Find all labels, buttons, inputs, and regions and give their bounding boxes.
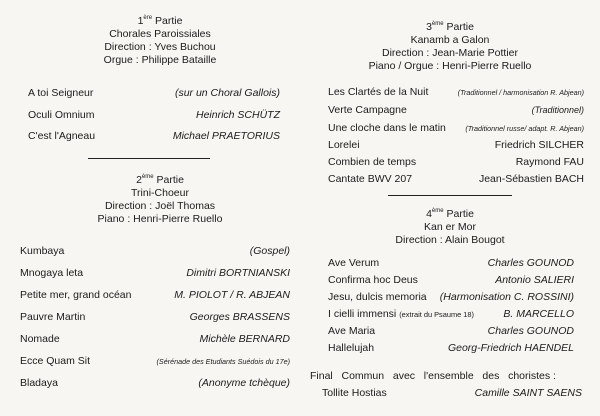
part3-item: Lorelei Friedrich SILCHER — [328, 139, 584, 151]
part4-item: Ave Maria Charles GOUNOD — [328, 325, 574, 337]
part2-title: 2ème Partie — [136, 174, 184, 186]
part1-item: Oculi Omnium Heinrich SCHÜTZ — [28, 109, 280, 121]
part1-title: 1ère Partie — [137, 15, 183, 27]
part3-item: Verte Campagne (Traditionnel) — [328, 104, 584, 116]
part2-piano: Piano : Henri-Pierre Ruello — [97, 213, 223, 225]
part2-item: Mnogaya leta Dimitri BORTNIANSKI — [20, 267, 290, 279]
part2-direction: Direction : Joël Thomas — [104, 200, 216, 212]
part4-direction: Direction : Alain Bougot — [395, 234, 505, 246]
part4-item: Hallelujah Georg-Friedrich HAENDEL — [328, 342, 574, 354]
part2-item: Petite mer, grand océan M. PIOLOT / R. A… — [20, 289, 290, 301]
finale-item: Tollite Hostias Camille SAINT SAENS — [322, 387, 582, 399]
part1-direction: Direction : Yves Buchou — [104, 41, 216, 53]
part4-choir: Kan er Mor — [424, 221, 476, 233]
part2-header: 2ème Partie Trini-Choeur Direction : Joë… — [60, 171, 260, 226]
part3-piano-organ: Piano / Orgue : Henri-Pierre Ruello — [368, 60, 532, 72]
part3-direction: Direction : Jean-Marie Pottier — [382, 47, 518, 59]
part1-item: C'est l'Agneau Michael PRAETORIUS — [28, 130, 280, 142]
section-divider — [88, 158, 210, 159]
part3-item: Cantate BWV 207 Jean-Sébastien BACH — [328, 173, 584, 185]
part3-item: Une cloche dans le matin (Traditionnel r… — [328, 122, 584, 134]
part2-item: Nomade Michèle BERNARD — [20, 333, 290, 345]
part3-header: 3ème Partie Kanamb a Galon Direction : J… — [340, 18, 560, 73]
finale-intro: Final Commun avec l'ensemble des chorist… — [310, 370, 556, 382]
part2-item: Pauvre Martin Georges BRASSENS — [20, 311, 290, 323]
part4-title: 4ème Partie — [426, 208, 474, 220]
part2-item: Ecce Quam Sit (Sérénade des Etudiants Su… — [20, 355, 290, 367]
part2-item: Bladaya (Anonyme tchèque) — [20, 377, 290, 389]
part3-item: Les Clartés de la Nuit (Traditionnel / h… — [328, 86, 584, 98]
part4-item: Confirma hoc Deus Antonio SALIERI — [328, 274, 574, 286]
part1-organ: Orgue : Philippe Bataille — [103, 54, 217, 66]
part4-item: Jesu, dulcis memoria (Harmonisation C. R… — [328, 291, 574, 303]
section-divider — [388, 195, 512, 196]
part2-choir: Trini-Choeur — [131, 187, 189, 199]
part4-item: I cielli immensi (extrait du Psaume 18) … — [328, 308, 574, 320]
part1-item: A toi Seigneur (sur un Choral Gallois) — [28, 87, 280, 99]
part3-item: Combien de temps Raymond FAU — [328, 156, 584, 168]
part4-item: Ave Verum Charles GOUNOD — [328, 257, 574, 269]
part4-header: 4ème Partie Kan er Mor Direction : Alain… — [340, 205, 560, 247]
part1-choir: Chorales Paroissiales — [109, 28, 211, 40]
part3-choir: Kanamb a Galon — [410, 34, 490, 46]
part1-header: 1ère Partie Chorales Paroissiales Direct… — [60, 12, 260, 67]
part2-item: Kumbaya (Gospel) — [20, 245, 290, 257]
part3-title: 3ème Partie — [426, 21, 474, 33]
